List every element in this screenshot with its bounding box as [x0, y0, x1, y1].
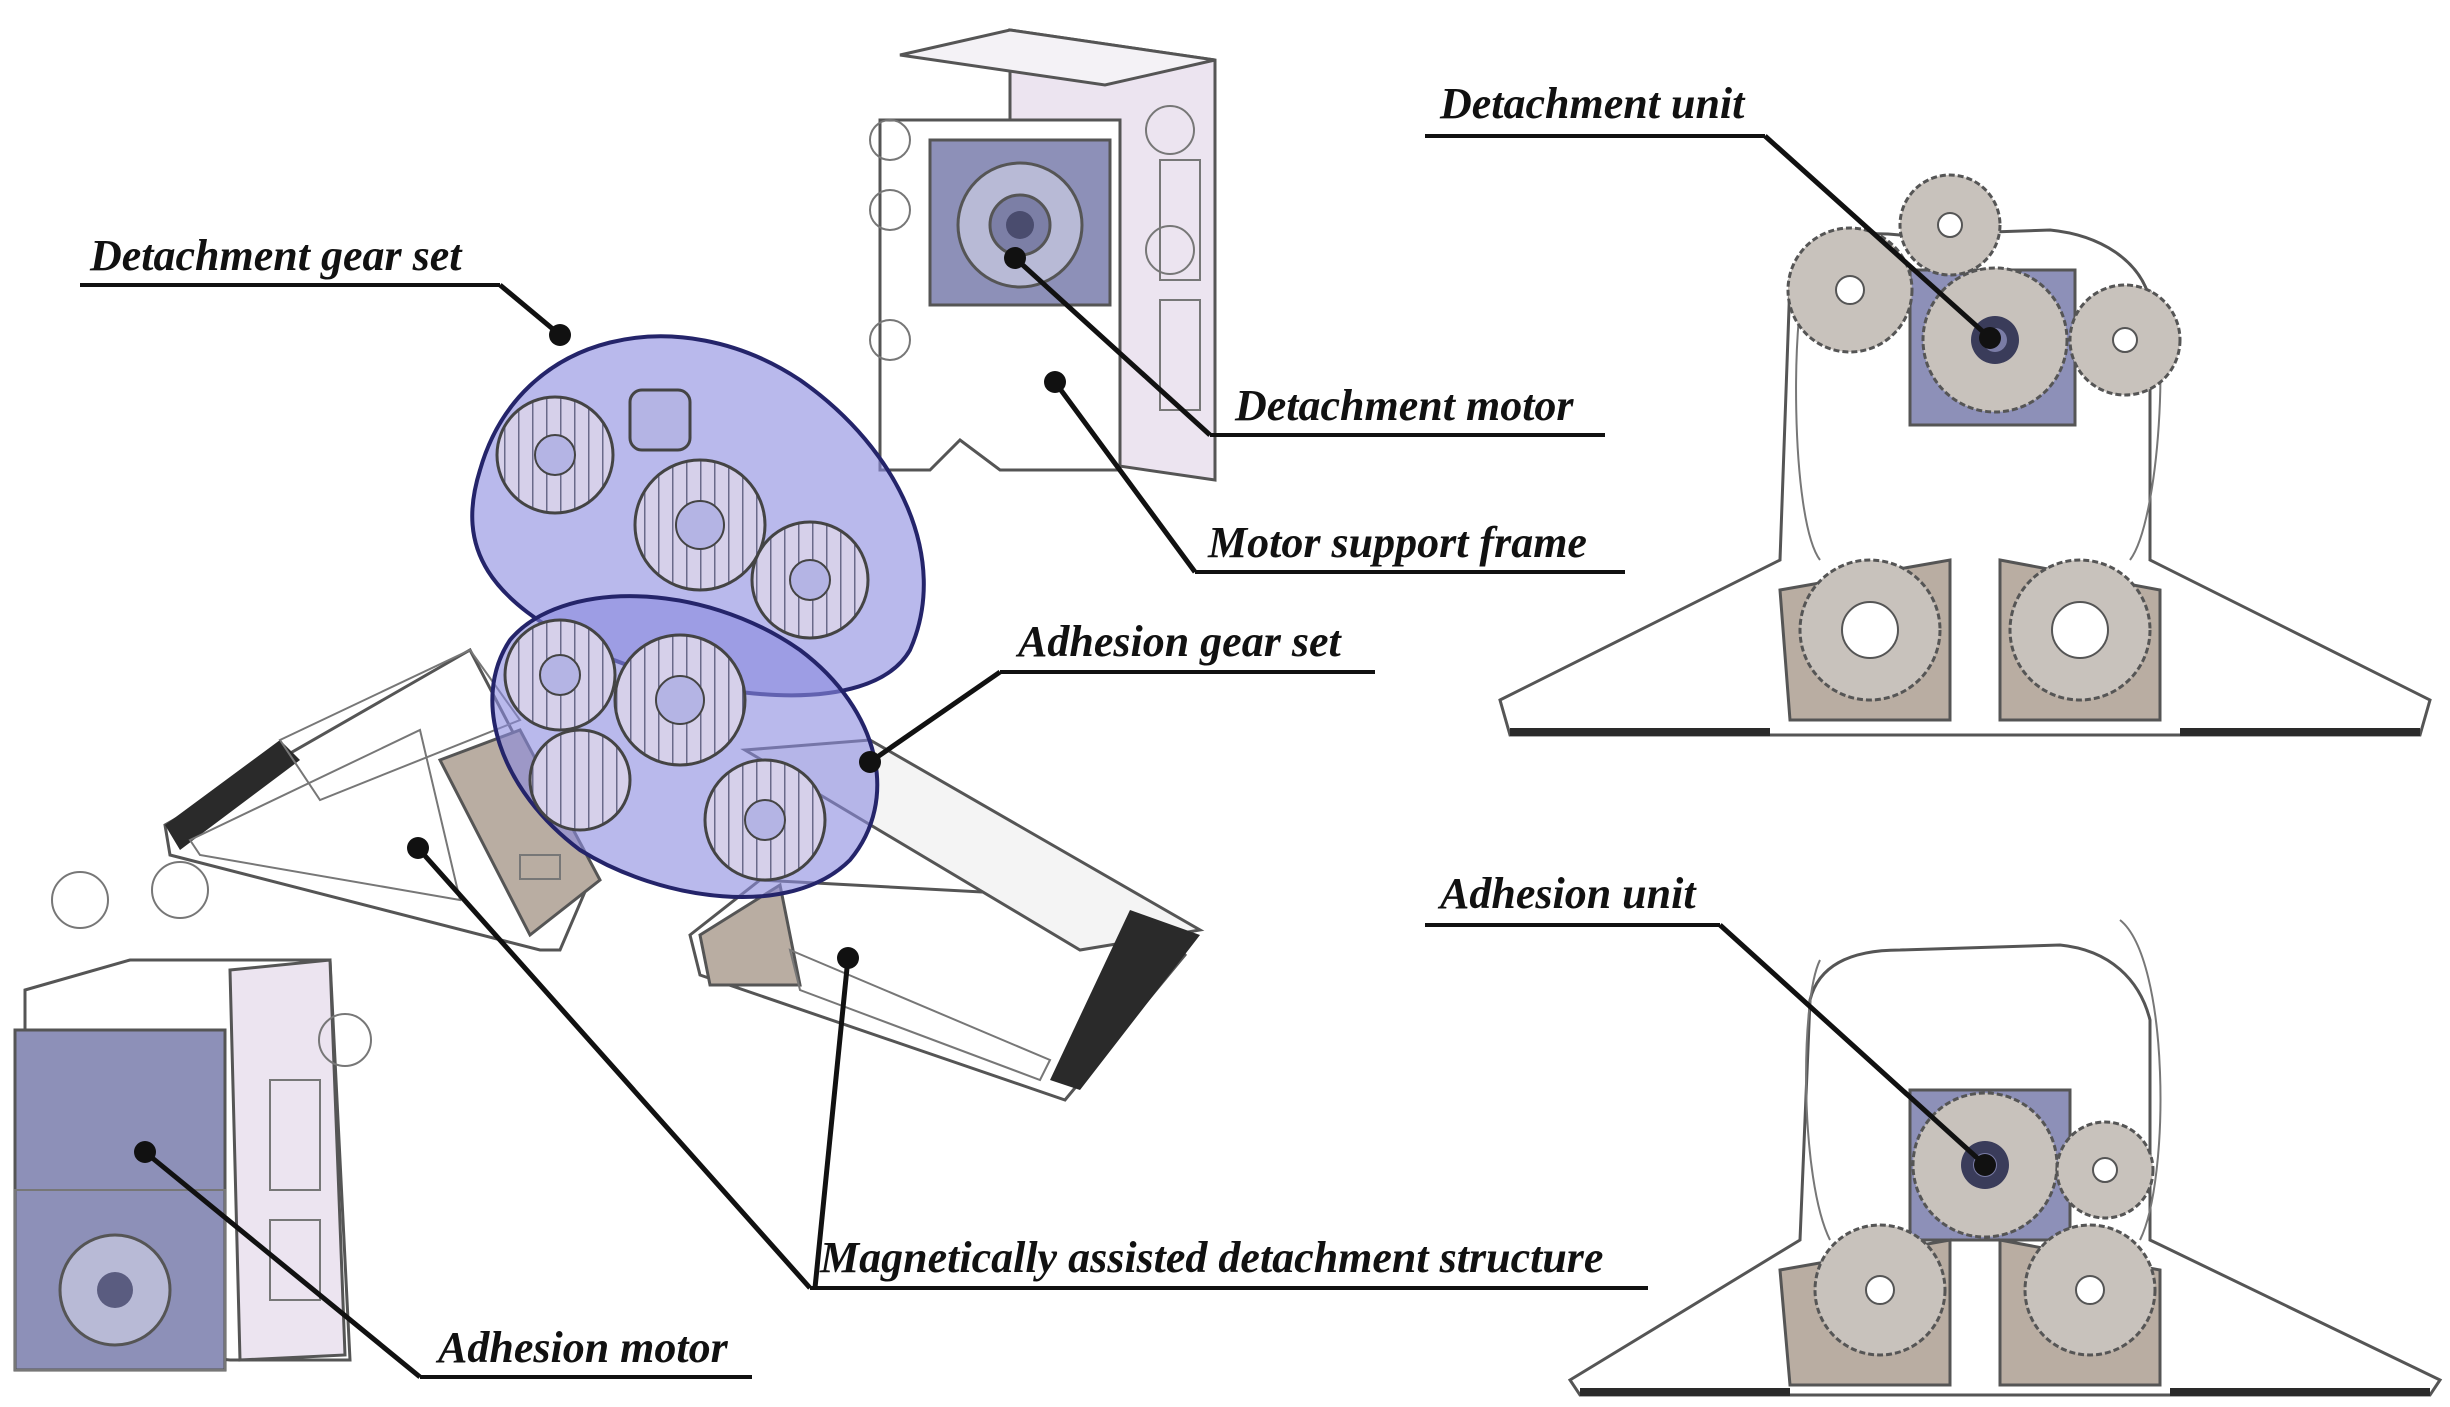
label-detachment-unit: Detachment unit: [1439, 79, 1746, 128]
label-adhesion-gear-set: Adhesion gear set: [1015, 617, 1342, 666]
label-magnetic-structure: Magnetically assisted detachment structu…: [819, 1233, 1603, 1282]
detachment-unit-view: [1498, 173, 2432, 737]
callout-detachment-gear-set: Detachment gear set: [80, 231, 571, 346]
label-detachment-motor: Detachment motor: [1234, 381, 1574, 430]
label-adhesion-unit: Adhesion unit: [1437, 869, 1697, 918]
callout-adhesion-unit: Adhesion unit: [1425, 869, 1996, 1176]
callout-detachment-motor: Detachment motor: [1004, 247, 1605, 437]
adhesion-gear-highlight: [490, 594, 880, 899]
iso-assembly: [13, 28, 1217, 1372]
callout-motor-support-frame: Motor support frame: [1044, 371, 1625, 574]
callout-adhesion-gear-set: Adhesion gear set: [859, 617, 1375, 773]
callout-magnetic-structure: Magnetically assisted detachment structu…: [407, 837, 1648, 1290]
left-foot: [163, 647, 602, 952]
adhesion-unit-view: [1567, 919, 2443, 1397]
callout-adhesion-motor: Adhesion motor: [134, 1141, 752, 1379]
label-motor-support-frame: Motor support frame: [1207, 518, 1587, 567]
detachment-motor-frame: [869, 28, 1217, 482]
label-detachment-gear-set: Detachment gear set: [89, 231, 463, 280]
adhesion-motor-assembly: [13, 861, 372, 1372]
label-adhesion-motor: Adhesion motor: [435, 1323, 729, 1372]
callout-detachment-unit: Detachment unit: [1425, 79, 2001, 349]
